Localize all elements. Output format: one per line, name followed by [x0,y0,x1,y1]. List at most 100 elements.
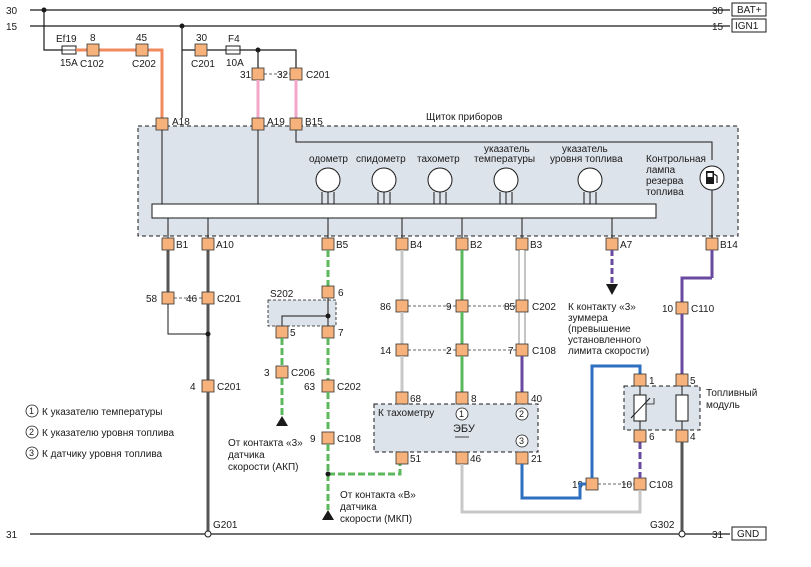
connector-c201-4 [201,379,215,393]
c202-low-label: C202 [337,382,361,393]
c201-4-pin: 4 [190,382,196,393]
ground-point-g201 [204,530,212,538]
lamp-label-3: резерва [646,176,684,187]
c108-10-pin: 10 [621,480,633,491]
gauge-label-speedometer: спидометр [356,154,406,165]
pin-a7 [605,237,619,251]
ecu-title: ЭБУ [453,423,476,435]
pin-b3-label: B3 [530,240,543,251]
c108-2-pin: 2 [446,346,452,357]
gauge-label-fuel-1: указатель [562,144,608,155]
note-mkp-2: датчика [340,502,377,513]
c202-63-pin: 63 [304,382,316,393]
wire-orange [76,48,164,118]
arrow-buzzer [606,284,618,295]
rail-label-31-right: 31 [712,530,724,541]
pin-a19-label: A19 [267,117,285,128]
fuel-module-label-2: модуль [706,400,740,411]
cluster-title: Щиток приборов [426,111,502,123]
gauge-label-temp-2: температуры [474,154,535,165]
pin-a10-label: A10 [216,240,234,251]
c201-58-pin: 58 [146,294,158,305]
fm-pin-6: 6 [649,432,655,443]
pin-b2-label: B2 [470,240,483,251]
c102-pin: 8 [90,33,96,44]
gauge-odometer [315,167,341,204]
connector-c108-9 [321,431,335,445]
rail-label-15-right: 15 [712,22,724,33]
pin-b5-label: B5 [336,240,349,251]
c206-pin: 3 [264,368,270,379]
c108-7-pin: 7 [508,346,514,357]
c201-low-label: C201 [217,382,241,393]
pin-a7-label: A7 [620,240,633,251]
ecu-8-pin: 8 [471,394,477,405]
note-akp-1: От контакта «3» [228,438,303,449]
note-buzzer-3: (превышение [568,324,631,335]
connector-c201-46 [201,291,215,305]
gauge-fuel [577,167,603,204]
pin-b3 [515,237,529,251]
s202-pin-7: 7 [338,328,344,339]
c206-label: C206 [291,368,315,379]
connector-c202-63 [321,379,335,393]
c110-label: C110 [691,304,715,315]
c202-86-pin: 86 [380,302,392,313]
lamp-label-1: Контрольная [646,154,706,165]
gauge-label-odometer: одометр [309,154,348,165]
pin-b14-label: B14 [720,240,738,251]
legend-num-3: 3 [29,448,34,458]
ign-tag: IGN1 [735,21,759,32]
pin-b4-label: B4 [410,240,423,251]
connector-c201-58 [161,291,175,305]
rail-label-31-left: 31 [6,530,18,541]
fuel-pump-icon [699,165,725,191]
wire-blue-fm1 [590,364,642,478]
connector-c201-32 [289,67,303,81]
ecu-tach-label: К тахометру [378,408,434,419]
pin-a10 [201,237,215,251]
rail-label-30-left: 30 [6,6,18,17]
ground-point-g302 [678,530,686,538]
note-akp-2: датчика [228,450,265,461]
legend: 1 К указателю температуры 2 К указателю … [25,404,174,460]
c202-pin: 45 [136,33,148,44]
wire-ef19-feed [43,10,62,51]
pin-b1-label: B1 [176,240,189,251]
legend-text-3: К датчику уровня топлива [42,449,163,460]
ecu-mark-1: 1 [459,409,464,419]
bat-tag-box [731,2,767,17]
pin-b5 [321,237,335,251]
legend-num-2: 2 [29,427,34,437]
legend-num-1: 1 [29,406,34,416]
s202-pin-6: 6 [338,288,344,299]
connector-c102 [86,43,100,57]
c202-85-pin: 85 [504,302,516,313]
g302-label: G302 [650,520,675,531]
c201b-label: C201 [306,70,330,81]
note-akp-3: скорости (АКП) [228,462,298,473]
connector-c201-31 [251,67,265,81]
cluster-bus [151,203,657,219]
connector-c201-top [194,43,208,57]
wire-lightgrey-46 [460,464,642,514]
pin-b15-label: B15 [305,117,323,128]
pin-b14 [705,237,719,251]
note-mkp-1: От контакта «В» [340,490,416,501]
c201-top-pin: 30 [196,33,208,44]
fuse-ef19-label: Ef19 [56,34,77,45]
note-buzzer-2: зуммера [568,313,608,324]
c202-9-pin: 9 [446,302,452,313]
c202-label: C202 [132,59,156,70]
c201-split-label: C201 [217,294,241,305]
ecu-mark-3: 3 [519,436,524,446]
gauge-label-tachometer: тахометр [417,154,460,165]
note-buzzer-5: лимита скорости) [568,346,649,357]
connector-c206 [275,365,289,379]
legend-text-2: К указателю уровня топлива [42,428,174,439]
ecu-51-pin: 51 [410,454,422,465]
gnd-tag: GND [737,529,759,540]
gauge-label-temp-1: указатель [484,144,530,155]
c201-top-label: C201 [191,59,215,70]
